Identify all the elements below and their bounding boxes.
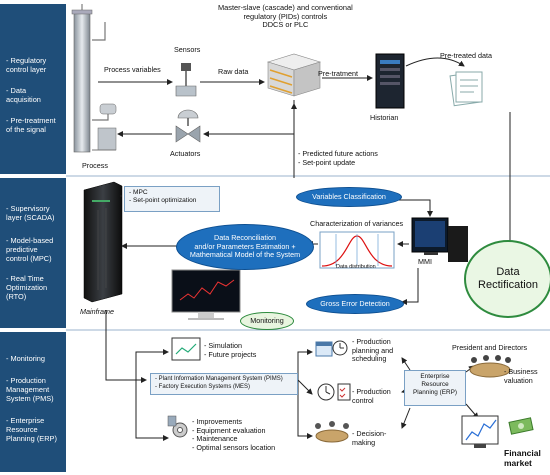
pims-mes-box: - Plant Information Management System (P… [150,373,298,395]
layer-band-management: - Monitoring - Production Management Sys… [0,332,66,472]
decision-making-label: - Decision- making [352,429,387,447]
data-distribution-label: Data distribution [336,264,376,270]
layer-band-supervisory: - Supervisory layer (SCADA) - Model-base… [0,178,66,328]
predicted-actions-label: - Predicted future actions - Set-point u… [298,149,378,167]
production-control-label: - Production control [352,387,391,405]
checklist-icon [337,383,351,401]
arrow-pre-treated-data [405,57,465,67]
layer-label: - Supervisory layer (SCADA) [6,204,55,222]
variables-classification-ellipse: Variables Classification [296,187,402,207]
historian-server-icon [375,53,405,109]
pre-treated-data-label: Pre-treated data [440,51,492,60]
business-valuation-label: - Business valuation [504,367,538,385]
arrow-to-control [297,379,313,395]
arrow-to-simulation [135,349,169,380]
arrow-actuators [203,100,295,137]
layer-label: - Production Management System (PMS) [6,376,54,403]
historian-label: Historian [370,113,399,122]
data-rectification-ellipse: Data Rectification [464,240,550,318]
gear-icon [167,415,188,438]
money-icon [508,417,534,435]
document-stack-icon [449,71,483,107]
pre-treatment-label: Pre-tratment [318,69,358,78]
arrow-to-planning [297,349,313,380]
process-variables-label: Process variables [104,65,161,74]
erp-box: Enterprise Resource Planning (ERP) [404,370,466,406]
stock-chart-icon [461,415,499,448]
layer-label: - Monitoring [6,354,46,363]
mpc-box: - MPC - Set-point optimization [124,186,220,212]
mmi-label: MMI [418,257,432,266]
arrow-to-improvements [135,380,169,441]
production-planning-label: - Production planning and scheduling [352,337,394,364]
raw-data-label: Raw data [218,67,249,76]
actuators-label: Actuators [170,149,201,158]
gross-error-ellipse: Gross Error Detection [306,294,404,314]
sensor-icon [175,63,197,97]
mainframe-label: Mainframe [80,307,114,316]
layer-label: - Regulatory control layer [6,56,47,74]
mainframe-icon [83,181,123,303]
clipboard-icon [171,337,201,361]
controls-title: Master-slave (cascade) and conventional … [218,3,353,30]
characterization-label: Characterization of variances [310,219,404,228]
financial-market-label: Financial market [504,448,541,468]
monitor-icon [411,217,468,262]
layer-label: - Pre-treatment of the signal [6,116,56,134]
president-label: President and Directors [452,343,528,352]
arrow-to-pims [105,310,147,383]
layer-label: - Data acquisition [6,86,41,104]
clock-icon [317,340,348,401]
arrow-erp-planning [401,357,411,371]
arrow-erp-decision [401,407,411,429]
process-label: Process [82,161,108,170]
arrow-to-gross-error [401,268,419,305]
calendar-icon [315,341,333,357]
meeting-icon [315,421,349,443]
simulation-label: - Simulation - Future projects [204,341,257,359]
layer-label: - Enterprise Resource Planning (ERP) [6,416,57,443]
valve-icon [175,109,201,143]
sensors-label: Sensors [174,45,201,54]
distillation-column-icon [71,4,117,153]
arrow-to-decision [297,380,313,439]
reconciliation-ellipse: Data Reconciliation and/or Parameters Es… [176,224,314,270]
monitoring-ellipse: Monitoring [240,312,294,330]
layer-band-regulatory: - Regulatory control layer - Data acquis… [0,4,66,174]
server-stack-icon [266,53,322,97]
improvements-label: - Improvements - Equipment evaluation - … [192,417,276,452]
meeting-table-icon [469,355,511,378]
layer-label: - Real Time Optimization (RTO) [6,274,48,301]
variance-chart [319,231,395,269]
layer-label: - Model-based predictive control (MPC) [6,236,54,263]
chart-monitor-icon [171,269,241,320]
